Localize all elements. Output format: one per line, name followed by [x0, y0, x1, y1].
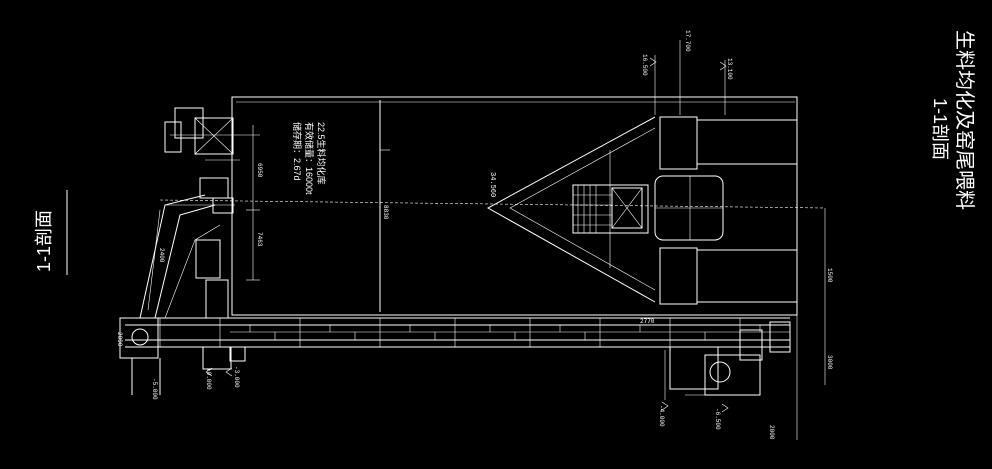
drawing-title-block: 生料均化及窑尾喂料 1-1剖面	[930, 30, 976, 210]
svg-text:2400: 2400	[158, 248, 165, 263]
svg-text:储存期：2.67d: 储存期：2.67d	[292, 122, 303, 181]
svg-text:16.500: 16.500	[641, 54, 648, 76]
svg-text:1500: 1500	[826, 268, 833, 283]
svg-text:2770: 2770	[640, 318, 655, 325]
svg-text:有效储量：16000t: 有效储量：16000t	[304, 122, 315, 195]
top-left-platform	[164, 107, 260, 161]
svg-text:±0.000: ±0.000	[205, 368, 212, 390]
svg-text:8830: 8830	[382, 205, 389, 220]
left-foundations	[131, 346, 246, 395]
silo-note: 22.5生料均化库 有效储量：16000t 储存期：2.67d	[292, 122, 327, 195]
svg-text:34.560: 34.560	[488, 172, 496, 197]
svg-text:-6.500: -6.500	[714, 408, 721, 430]
svg-text:6950: 6950	[256, 163, 263, 178]
section-label: 1-1剖面	[34, 210, 54, 272]
left-elevator	[139, 177, 826, 319]
conveyor	[119, 317, 790, 359]
svg-text:22.5生料均化库: 22.5生料均化库	[316, 122, 327, 185]
svg-text:-4.000: -4.000	[658, 405, 665, 427]
dimension-labels: 17.700 16.500 13.100 34.560 6950 8830 74…	[116, 30, 833, 440]
dimension-lines	[246, 40, 826, 440]
silo-structure	[231, 96, 798, 316]
drawing-title-sub: 1-1剖面	[930, 98, 950, 160]
svg-text:2090: 2090	[116, 332, 123, 347]
right-equipment	[664, 321, 791, 400]
svg-text:2000: 2000	[768, 425, 775, 440]
svg-text:17.700: 17.700	[684, 30, 691, 52]
svg-text:3000: 3000	[826, 355, 833, 370]
drawing-title-main: 生料均化及窑尾喂料	[953, 30, 976, 210]
svg-text:-3.000: -3.000	[233, 366, 240, 388]
svg-text:-5.000: -5.000	[151, 378, 158, 400]
svg-text:7463: 7463	[256, 232, 263, 247]
elevation-markers	[205, 57, 729, 413]
svg-text:13.100: 13.100	[726, 58, 733, 80]
